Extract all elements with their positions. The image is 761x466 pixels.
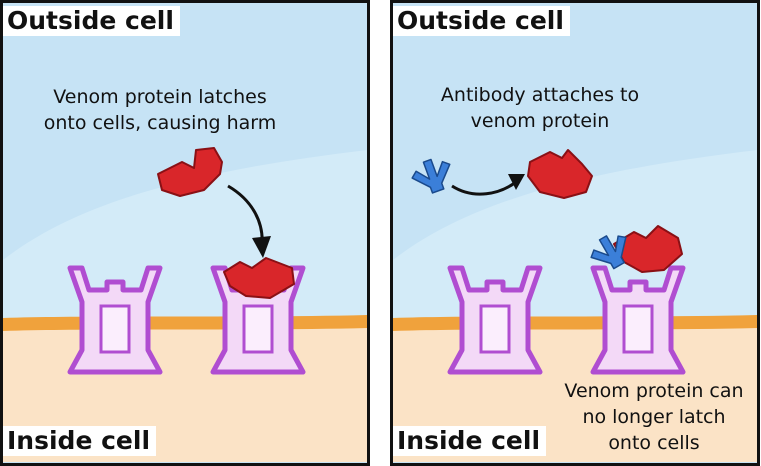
venom-complex: [613, 225, 683, 273]
inside-cell-label: Inside cell: [393, 426, 547, 456]
panel-venom-binding: Outside cell Inside cell Venom protein l…: [0, 0, 370, 466]
caption-line: Venom protein latches: [53, 86, 267, 108]
outside-cell-label: Outside cell: [3, 6, 180, 36]
receptor-2: [210, 265, 306, 375]
caption-line: venom protein: [470, 110, 610, 132]
caption-line: no longer latch: [582, 406, 726, 428]
receptor-1: [447, 265, 543, 375]
venom-bound: [223, 257, 295, 299]
caption-line: onto cells: [608, 432, 700, 454]
caption: Venom protein latches onto cells, causin…: [0, 84, 320, 136]
receptor-2: [590, 265, 686, 375]
antibody-free: [411, 158, 451, 194]
venom-free: [157, 147, 223, 197]
panel-background: [0, 0, 370, 466]
bottom-caption: Venom protein can no longer latch onto c…: [554, 378, 754, 456]
caption-line: onto cells, causing harm: [43, 112, 277, 134]
caption-line: Venom protein can: [564, 380, 744, 402]
antibody-bound: [590, 235, 627, 270]
outside-cell-label: Outside cell: [393, 6, 570, 36]
caption: Antibody attaches to venom protein: [390, 82, 690, 134]
venom-free: [527, 149, 593, 199]
cell-membrane: [3, 315, 367, 331]
arrow: [451, 180, 517, 196]
cell-membrane: [393, 315, 757, 331]
receptor-1: [67, 265, 163, 375]
panel-antibody-neutralization: Outside cell Inside cell Antibody attach…: [390, 0, 760, 466]
caption-line: Antibody attaches to: [440, 84, 640, 106]
inside-cell-label: Inside cell: [3, 426, 157, 456]
